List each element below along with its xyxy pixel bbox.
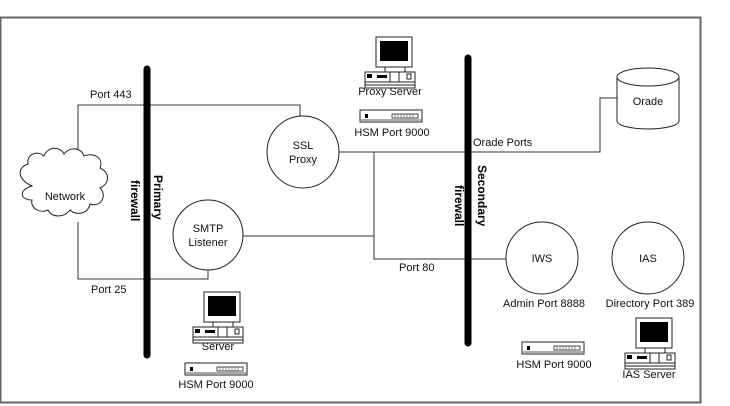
hsm-device-icon [184, 362, 248, 376]
network-label: Network [45, 191, 86, 203]
server-device: Server [192, 291, 244, 353]
hsm-device-icon [359, 109, 423, 123]
ias-node: IAS Directory Port 389 [606, 221, 695, 310]
port-443-label: Port 443 [90, 89, 132, 101]
hsm-device-icon [521, 341, 585, 355]
proxy-server-label: Proxy Server [358, 86, 422, 98]
ias-server-device: IAS Server [622, 317, 676, 381]
primary-firewall-label-1: Primary [151, 175, 165, 220]
port-443-line [77, 104, 301, 165]
diagram-frame [0, 16, 702, 404]
ias-server-label: IAS Server [622, 369, 676, 381]
ias-label: IAS [639, 253, 657, 265]
smtp-listener-node: SMTP Listener [172, 199, 244, 271]
iws-caption: Admin Port 8888 [503, 298, 585, 310]
cloud-icon [19, 147, 108, 217]
oracle-label: Orade [633, 96, 664, 108]
iws-node: IWS Admin Port 8888 [503, 221, 585, 310]
ias-caption: Directory Port 389 [606, 298, 695, 310]
ssl-proxy-label-2: Proxy [289, 154, 318, 166]
port-25-label: Port 25 [91, 284, 126, 296]
oracle-node: Orade [616, 67, 680, 130]
server-label: Server [202, 341, 235, 353]
iws-hsm-device: HSM Port 9000 [516, 341, 592, 371]
smtp-label-1: SMTP [193, 223, 224, 235]
port-25-line [77, 222, 209, 280]
proxy-hsm-device: HSM Port 9000 [354, 109, 430, 139]
iws-label: IWS [532, 253, 553, 265]
proxy-server-device: Proxy Server [358, 36, 422, 98]
ssl-proxy-label-1: SSL [293, 140, 314, 152]
oracle-ports-label: Orade Ports [473, 137, 533, 149]
database-icon [616, 77, 680, 130]
proxy-hsm-label: HSM Port 9000 [354, 127, 429, 139]
secondary-firewall-label-1: Secondary [475, 165, 489, 227]
secondary-firewall-label-2: firewall [452, 185, 466, 226]
server-hsm-device: HSM Port 9000 [178, 362, 254, 391]
iws-hsm-label: HSM Port 9000 [516, 359, 591, 371]
ssl-proxy-node: SSL Proxy [266, 115, 340, 189]
port-80-label: Port 80 [399, 262, 434, 274]
primary-firewall-label-2: firewall [128, 180, 142, 221]
port-80-line [373, 152, 507, 260]
network-node: Network [19, 147, 108, 217]
smtp-label-2: Listener [188, 237, 227, 249]
server-hsm-label: HSM Port 9000 [178, 379, 253, 391]
